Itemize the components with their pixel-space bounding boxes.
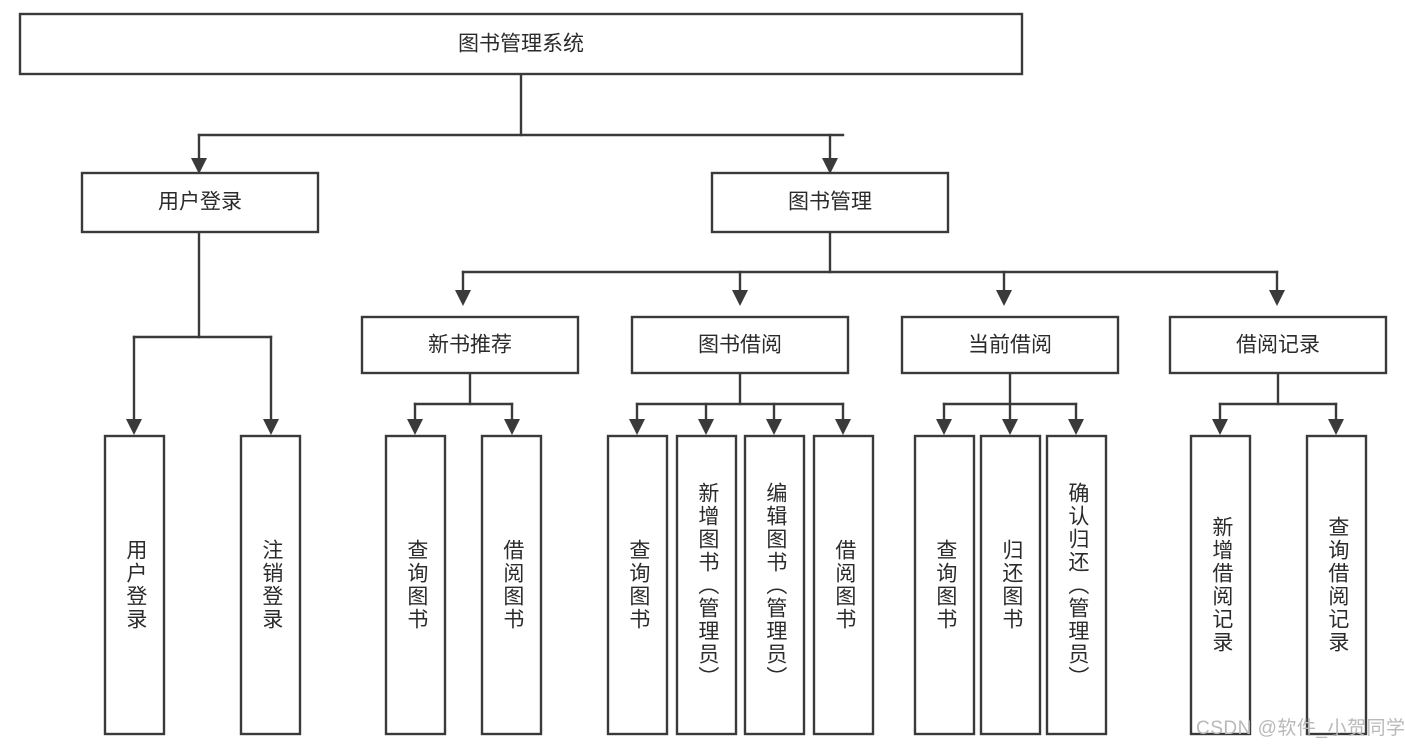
node-new-book-rec-box[interactable] xyxy=(360,315,580,375)
leaf-box-logout[interactable] xyxy=(239,434,302,736)
node-book-manage-label: 图书管理 xyxy=(788,191,872,214)
watermark-text: CSDN @软件_小贺同学 xyxy=(1196,718,1405,739)
node-book-borrow-label: 图书借阅 xyxy=(698,334,782,357)
node-user-login-label: 用户登录 xyxy=(158,191,242,214)
connector-current-borrow-to-leaves xyxy=(936,371,1084,435)
node-borrow-record-box[interactable] xyxy=(1168,315,1388,375)
leaf-box-add-borrow-record[interactable] xyxy=(1189,434,1252,736)
connector-new-book-rec-to-leaves xyxy=(407,371,520,435)
leaf-box-query-borrow-record[interactable] xyxy=(1305,434,1368,736)
node-root-label: 图书管理系统 xyxy=(458,33,584,56)
leaf-box-return-book[interactable] xyxy=(979,434,1042,736)
connector-book-borrow-to-leaves xyxy=(629,371,851,435)
connector-user-login-to-leaves xyxy=(126,230,279,435)
leaf-box-query-book-borrow[interactable] xyxy=(606,434,669,736)
leaf-box-confirm-return-admin[interactable] xyxy=(1045,434,1108,736)
leaf-box-edit-book-admin[interactable] xyxy=(743,434,806,736)
leaf-box-user-login[interactable] xyxy=(103,434,166,736)
node-new-book-rec-label: 新书推荐 xyxy=(428,334,512,357)
leaf-box-query-book-rec[interactable] xyxy=(384,434,447,736)
leaf-box-query-book-current[interactable] xyxy=(913,434,976,736)
node-borrow-record-label: 借阅记录 xyxy=(1236,334,1320,357)
node-current-borrow-label: 当前借阅 xyxy=(968,334,1052,357)
node-current-borrow-box[interactable] xyxy=(900,315,1120,375)
leaf-box-borrow-book-rec[interactable] xyxy=(480,434,543,736)
node-user-login-box[interactable] xyxy=(80,171,320,234)
node-book-manage-box[interactable] xyxy=(710,171,950,234)
connector-borrow-record-to-leaves xyxy=(1212,371,1344,435)
leaf-box-borrow-book[interactable] xyxy=(812,434,875,736)
connector-root-to-level2 xyxy=(191,72,845,174)
node-book-borrow-box[interactable] xyxy=(630,315,850,375)
connector-book-manage-to-level3 xyxy=(455,230,1285,306)
leaf-box-add-book-admin[interactable] xyxy=(675,434,738,736)
node-root-box[interactable] xyxy=(18,12,1024,76)
